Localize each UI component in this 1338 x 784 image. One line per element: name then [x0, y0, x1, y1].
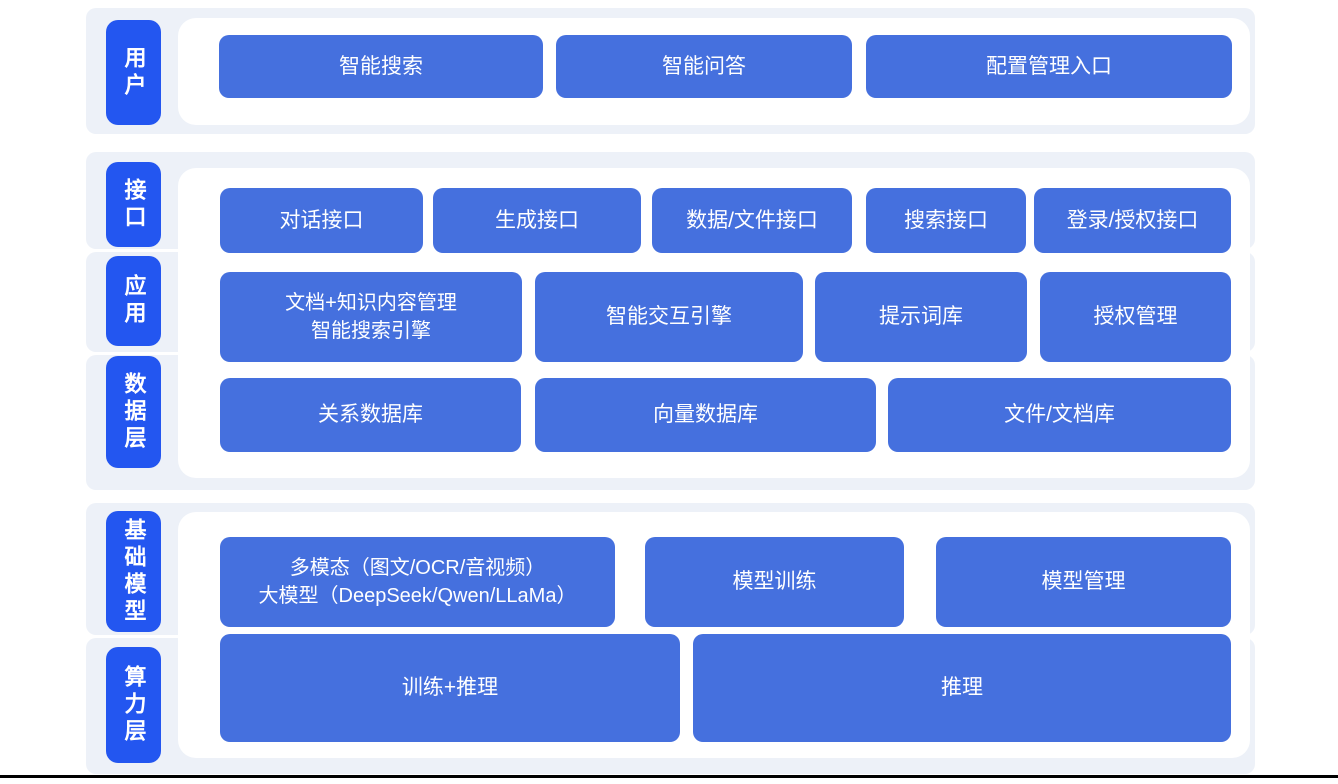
layer-label-interface: 接口 — [106, 162, 161, 247]
box-model-training: 模型训练 — [645, 537, 904, 627]
box-relational-database: 关系数据库 — [220, 378, 521, 452]
bottom-divider-line — [0, 775, 1338, 778]
box-authorization-management: 授权管理 — [1040, 272, 1231, 362]
layer-label-application: 应用 — [106, 256, 161, 346]
layer-label-data-text: 数据层 — [121, 371, 147, 453]
box-multimodal-large-model: 多模态（图文/OCR/音视频） 大模型（DeepSeek/Qwen/LLaMa） — [220, 537, 615, 627]
box-prompt-library: 提示词库 — [815, 272, 1027, 362]
box-dialog-interface: 对话接口 — [220, 188, 423, 253]
layer-label-data: 数据层 — [106, 356, 161, 468]
box-smart-search: 智能搜索 — [219, 35, 543, 98]
box-training-plus-inference: 训练+推理 — [220, 634, 680, 742]
layer-label-user-text: 用户 — [121, 45, 147, 100]
layer-label-compute-text: 算力层 — [121, 664, 147, 746]
box-file-document-store: 文件/文档库 — [888, 378, 1231, 452]
box-smart-interaction-engine: 智能交互引擎 — [535, 272, 803, 362]
layer-label-compute: 算力层 — [106, 647, 161, 763]
layer-label-foundation-model-text: 基础模型 — [121, 517, 147, 626]
layer-label-user: 用户 — [106, 20, 161, 125]
box-vector-database: 向量数据库 — [535, 378, 876, 452]
box-search-interface: 搜索接口 — [866, 188, 1026, 253]
layer-label-interface-text: 接口 — [121, 177, 147, 232]
box-inference: 推理 — [693, 634, 1231, 742]
box-data-file-interface: 数据/文件接口 — [652, 188, 852, 253]
layer-label-foundation-model: 基础模型 — [106, 511, 161, 632]
box-smart-qa: 智能问答 — [556, 35, 852, 98]
box-model-management: 模型管理 — [936, 537, 1231, 627]
layer-label-application-text: 应用 — [121, 274, 147, 328]
box-generation-interface: 生成接口 — [433, 188, 641, 253]
box-login-auth-interface: 登录/授权接口 — [1034, 188, 1231, 253]
box-doc-knowledge-search-engine: 文档+知识内容管理 智能搜索引擎 — [220, 272, 522, 362]
box-config-management-entry: 配置管理入口 — [866, 35, 1232, 98]
